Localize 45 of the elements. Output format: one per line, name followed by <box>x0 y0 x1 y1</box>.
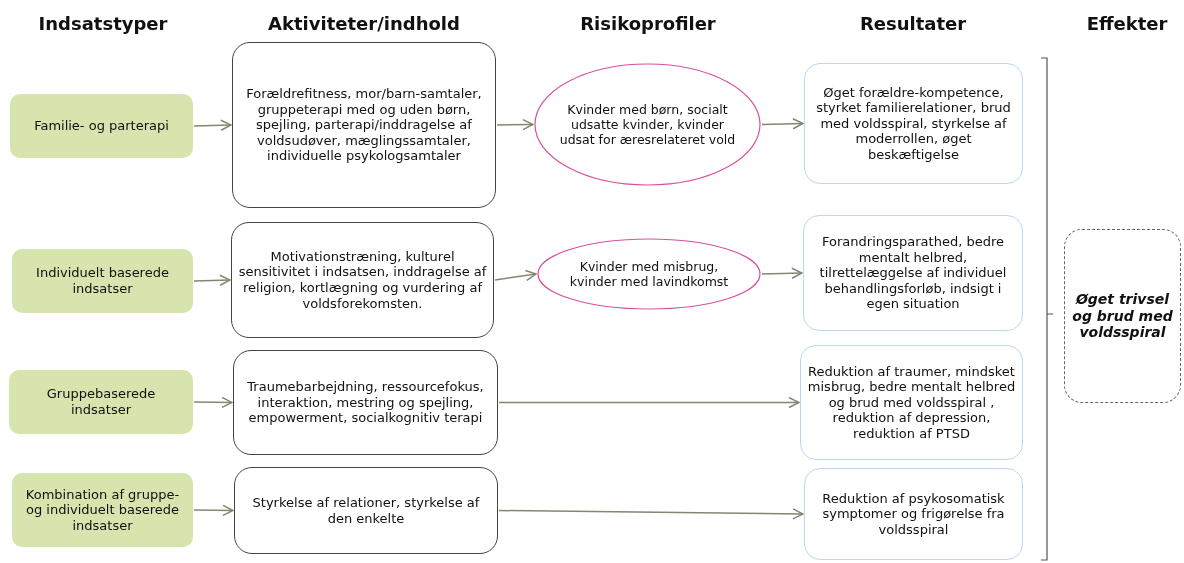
node-text: Kombination af gruppe- og individuelt baserede indsatser <box>24 486 181 534</box>
activity-box <box>231 222 494 338</box>
node-text: Motivationstræning, kulturel sensitivitet i indsatsen, inddragelse af religion, kortlægning og vurdering af voldsforekomsten. <box>237 248 488 312</box>
result-box <box>804 63 1023 184</box>
arrow <box>498 396 800 409</box>
arrow <box>193 119 232 131</box>
node-text: Traumebarbejdning, ressourcefokus, interaktion, mestring og spejling, empowerment, socialkognitiv terapi <box>246 379 485 426</box>
node-text: Reduktion af psykosomatisk symptomer og frigørelse fra voldsspiral <box>821 490 1006 538</box>
arrow <box>498 508 804 520</box>
node-text: Øget forældre-kompetence, styrket familierelationer, brud med voldsspiral, styrkelse af moderrollen, øget beskæftigelse <box>815 84 1012 163</box>
intervention-box <box>9 370 193 434</box>
activity-box <box>233 350 498 455</box>
column-heading: Indsatstyper <box>38 13 168 34</box>
node-text: Reduktion af traumer, mindsket misbrug, bedre mentalt helbred og brud med voldsspiral , reduktion af depression, reduktion af PTSD <box>806 363 1017 442</box>
arrow <box>496 118 534 131</box>
column-heading: Risikoprofiler <box>580 13 716 34</box>
node-text: Øget trivsel og brud med voldsspiral <box>1071 290 1174 342</box>
arrow <box>761 118 804 130</box>
intervention-box <box>12 473 193 547</box>
intervention-box <box>12 249 193 313</box>
effect-box <box>1064 229 1181 403</box>
result-box <box>804 468 1023 560</box>
node-text: Forældrefitness, mor/barn-samtaler, gruppeterapi med og uden børn, spejling, parterapi/inddragelse af voldsudøver, mæglingssamtaler, individuelle psykologsamtaler <box>245 86 483 164</box>
node-text: Gruppebaserede indsatser <box>45 386 157 418</box>
node-text: Kvinder med misbrug, kvinder med lavindkomst <box>568 259 730 289</box>
risk-ellipse <box>534 63 761 186</box>
arrow <box>193 396 233 409</box>
column-heading: Resultater <box>859 13 967 34</box>
arrow <box>193 504 234 517</box>
intervention-box <box>10 94 193 158</box>
risk-ellipse <box>537 238 761 310</box>
node-text: Individuelt baserede indsatser <box>35 265 170 297</box>
node-text: Kvinder med børn, socialt udsatte kvinder, kvinder udsat for æresrelateret vold <box>558 102 737 147</box>
activity-box <box>234 467 498 554</box>
node-text: Forandringsparathed, bedre mentalt helbred, tilrettelæggelse af individuel behandlingsforløb, indsigt i egen situation <box>818 234 1008 312</box>
node-text: Familie- og parterapi <box>33 118 170 134</box>
column-heading: Aktiviteter/indhold <box>268 13 460 34</box>
node-text: Styrkelse af relationer, styrkelse af den enkelte <box>251 494 481 527</box>
activity-box <box>232 42 496 208</box>
column-heading: Effekter <box>1086 13 1168 34</box>
arrow <box>193 274 231 287</box>
result-box <box>800 345 1023 460</box>
arrow <box>761 267 803 279</box>
result-box <box>803 215 1023 331</box>
arrow <box>494 269 537 282</box>
